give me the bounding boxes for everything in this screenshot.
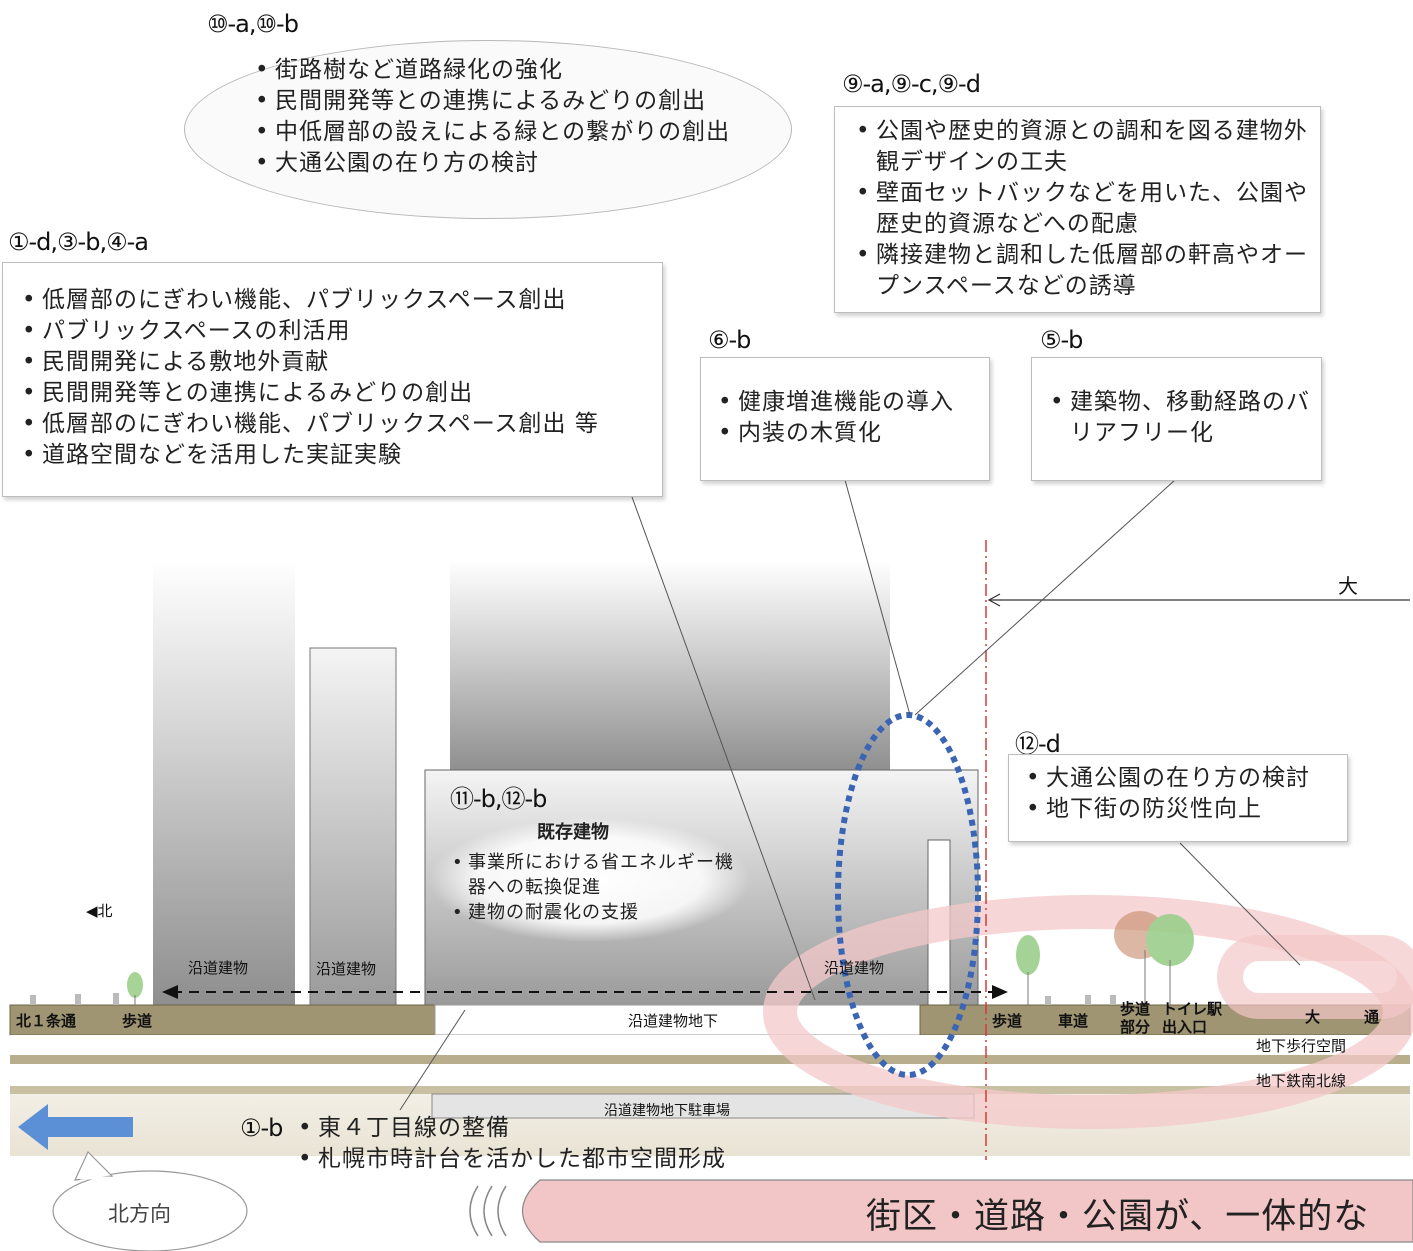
sidewalk-part-label: 歩道部分 <box>1120 1000 1151 1036</box>
bottom-note-code: ①-b <box>240 1114 283 1142</box>
roadside-building-label-3: 沿道建物 <box>824 959 885 977</box>
list-item: 健康増進機能の導入 <box>718 387 954 418</box>
sidewalk-label-right: 歩道 <box>992 1012 1023 1030</box>
roadside-building-label-1: 沿道建物 <box>188 959 249 977</box>
list-item: 中低層部の設えによる緑との繋がりの創出 <box>255 117 730 148</box>
focus-ellipse <box>835 712 981 1078</box>
box-left-list: 低層部のにぎわい機能、パブリックスペース創出 パブリックスペースの利活用 民間開… <box>22 285 599 471</box>
roadside-building-label-2: 沿道建物 <box>316 960 377 978</box>
kita1jo-label: 北１条通 <box>16 1012 77 1030</box>
list-item: 東４丁目線の整備 <box>298 1113 726 1144</box>
mid-building <box>309 647 397 1006</box>
underground-walkway-label: 地下歩行空間 <box>1256 1037 1347 1055</box>
list-item: 建物の耐震化の支援 <box>452 900 752 925</box>
roadway-label: 車道 <box>1058 1012 1089 1030</box>
top-ellipse-code: ⑩-a,⑩-b <box>207 10 299 38</box>
dai-label: 大 <box>1338 574 1358 598</box>
top-ellipse-list: 街路樹など道路緑化の強化 民間開発等との連携によるみどりの創出 中低層部の設えに… <box>255 55 730 179</box>
list-item: 公園や歴史的資源との調和を図る建物外観デザインの工夫 <box>856 116 1311 178</box>
box-5b-code: ⑤-b <box>1040 326 1083 354</box>
trees <box>127 911 1194 998</box>
box-6b-code: ⑥-b <box>708 326 751 354</box>
list-item: 大通公園の在り方の検討 <box>255 148 730 179</box>
tall-building-left <box>153 560 295 1005</box>
existing-building-list: 事業所における省エネルギー機器への転換促進 建物の耐震化の支援 <box>452 850 752 925</box>
list-item: 札幌市時計台を活かした都市空間形成 <box>298 1144 726 1175</box>
box-right-top-list: 公園や歴史的資源との調和を図る建物外観デザインの工夫 壁面セットバックなどを用い… <box>856 116 1311 302</box>
list-item: 低層部のにぎわい機能、パブリックスペース創出 等 <box>22 409 599 440</box>
list-item: 民間開発等との連携によるみどりの創出 <box>255 86 730 117</box>
list-item: 壁面セットバックなどを用いた、公園や歴史的資源などへの配慮 <box>856 178 1311 240</box>
box-left-code: ①-d,③-b,④-a <box>8 228 149 256</box>
box-12d-code: ⑫-d <box>1015 730 1061 758</box>
list-item: 道路空間などを活用した実証実験 <box>22 440 599 471</box>
tall-building-center <box>450 560 890 772</box>
roadside-basement-label: 沿道建物地下 <box>628 1012 719 1030</box>
list-item: 隣接建物と調和した低層部の軒高やオープンスペースなどの誘導 <box>856 240 1311 302</box>
existing-building-title: 既存建物 <box>537 822 609 843</box>
basement-slab <box>434 1004 921 1036</box>
list-item: 建築物、移動経路のバリアフリー化 <box>1050 387 1310 449</box>
list-item: 低層部のにぎわい機能、パブリックスペース創出 <box>22 285 599 316</box>
list-item: パブリックスペースの利活用 <box>22 316 599 347</box>
oodori-label-2: 通 <box>1364 1008 1380 1026</box>
list-item: 街路樹など道路緑化の強化 <box>255 55 730 86</box>
north-marker: ◀北 <box>86 902 113 920</box>
banner-text: 街区・道路・公園が、一体的な <box>866 1197 1370 1237</box>
list-item: 事業所における省エネルギー機器への転換促進 <box>452 850 752 900</box>
list-item: 地下街の防災性向上 <box>1026 794 1310 825</box>
box-right-top-code: ⑨-a,⑨-c,⑨-d <box>842 70 981 98</box>
box-12d-list: 大通公園の在り方の検討 地下街の防災性向上 <box>1026 763 1310 825</box>
existing-building-code: ⑪-b,⑫-b <box>450 785 547 813</box>
list-item: 内装の木質化 <box>718 418 954 449</box>
list-item: 民間開発による敷地外貢献 <box>22 347 599 378</box>
list-item: 大通公園の在り方の検討 <box>1026 763 1310 794</box>
sidewalk-label-left: 歩道 <box>122 1012 153 1030</box>
bottom-note-list: 東４丁目線の整備 札幌市時計台を活かした都市空間形成 <box>298 1113 726 1175</box>
box-5b-list: 建築物、移動経路のバリアフリー化 <box>1050 387 1310 449</box>
north-direction-label: 北方向 <box>108 1202 171 1226</box>
list-item: 民間開発等との連携によるみどりの創出 <box>22 378 599 409</box>
oodori-label-1: 大 <box>1305 1008 1321 1026</box>
toilet-exit-label: トイレ駅出入口 <box>1162 1000 1223 1036</box>
subway-label: 地下鉄南北線 <box>1256 1072 1347 1090</box>
box-6b-list: 健康増進機能の導入 内装の木質化 <box>718 387 954 449</box>
